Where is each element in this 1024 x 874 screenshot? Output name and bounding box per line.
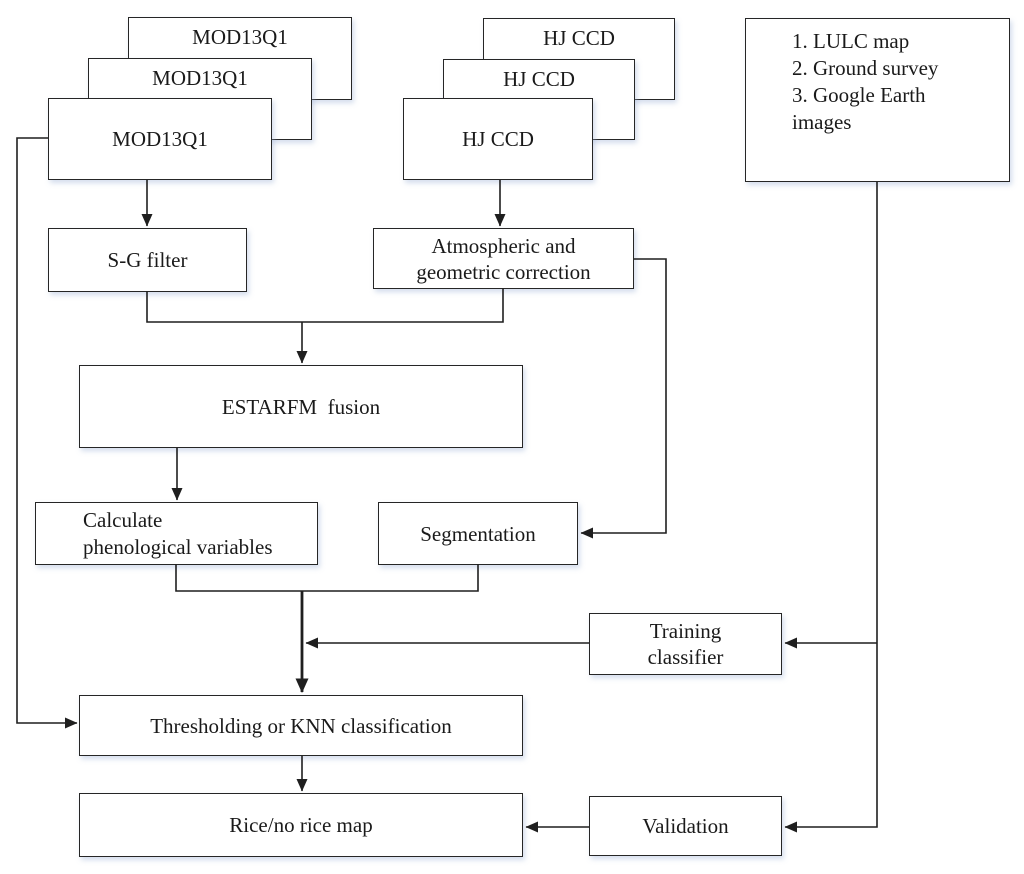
node-reference-data: 1. LULC map 2. Ground survey 3. Google E… [745, 18, 1010, 182]
node-label: HJ CCD [462, 127, 534, 151]
node-label: S-G filter [107, 248, 188, 272]
node-label: HJ CCD [543, 26, 615, 50]
node-thresholding-knn: Thresholding or KNN classification [79, 695, 523, 756]
node-hjccd-front: HJ CCD [403, 98, 593, 180]
node-label-line2: geometric correction [416, 259, 591, 284]
node-atmospheric-correction: Atmospheric and geometric correction [373, 228, 634, 289]
node-validation: Validation [589, 796, 782, 856]
node-label: Rice/no rice map [229, 813, 373, 837]
node-label: MOD13Q1 [112, 127, 208, 151]
node-sg-filter: S-G filter [48, 228, 247, 292]
node-label: Thresholding or KNN classification [150, 713, 452, 738]
node-label-line2: classifier [647, 645, 724, 669]
arrow-atmospheric-to-segmentation [580, 258, 667, 539]
node-label: Atmospheric and geometric correction [416, 233, 590, 285]
node-label: ESTARFM fusion [221, 394, 381, 419]
reference-item: 1. LULC map [792, 29, 910, 53]
node-label-line2: phenological variables [83, 534, 273, 559]
connector-calc-seg-merge [175, 564, 479, 592]
node-training-classifier: Training classifier [589, 613, 782, 675]
node-label: Calculate phenological variables [83, 507, 273, 561]
reference-item: 2. Ground survey [792, 56, 939, 80]
reference-item: 3. Google Earth images [792, 83, 926, 134]
arrow-mod13q1-to-thresholding [16, 137, 78, 729]
connector-sg-atm-merge [146, 288, 504, 323]
node-label: Training classifier [648, 618, 724, 670]
node-label: Validation [642, 814, 729, 838]
node-label: Segmentation [420, 521, 536, 546]
node-label-line1: Atmospheric and [431, 233, 576, 258]
reference-data-list: 1. LULC map 2. Ground survey 3. Google E… [792, 28, 978, 136]
node-label-line1: Calculate [83, 507, 163, 532]
node-calculate-phenological-variables: Calculate phenological variables [35, 502, 318, 565]
node-label: MOD13Q1 [192, 25, 288, 49]
node-estarfm-fusion: ESTARFM fusion [79, 365, 523, 448]
node-label: MOD13Q1 [152, 66, 248, 90]
node-mod13q1-front: MOD13Q1 [48, 98, 272, 180]
node-rice-map: Rice/no rice map [79, 793, 523, 857]
node-segmentation: Segmentation [378, 502, 578, 565]
node-label: HJ CCD [503, 67, 575, 91]
node-label-line1: Training [649, 619, 722, 643]
arrow-reference-to-validation [784, 182, 878, 833]
